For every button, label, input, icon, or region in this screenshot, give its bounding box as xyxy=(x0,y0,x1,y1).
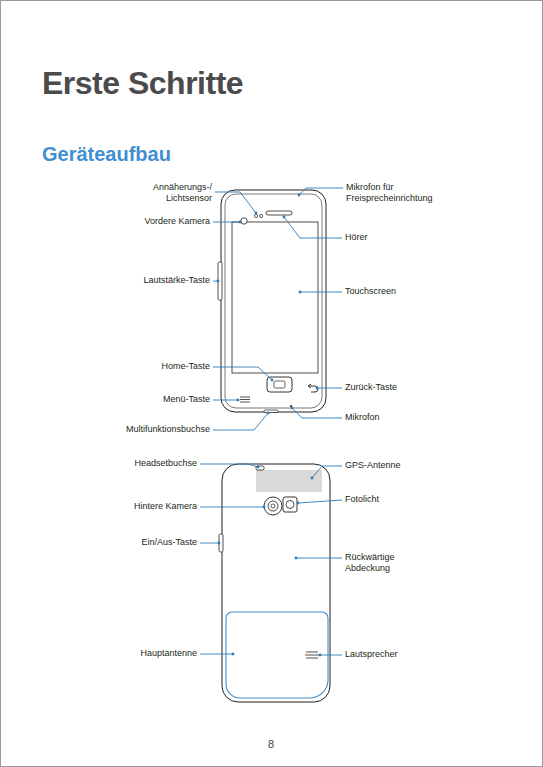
part-label: Hintere Kamera xyxy=(134,501,197,512)
phone-back xyxy=(219,464,330,702)
phone-front xyxy=(218,190,326,413)
part-label: Lautstärke-Taste xyxy=(143,275,210,286)
part-label: Vordere Kamera xyxy=(144,216,210,227)
page-title: Erste Schritte xyxy=(42,64,243,102)
part-label: Menü-Taste xyxy=(163,394,210,405)
part-label: Fotolicht xyxy=(345,494,379,505)
part-label: Multifunktionsbuchse xyxy=(126,424,210,435)
part-label: Rückwärtige Abdeckung xyxy=(345,552,407,574)
part-label: GPS-Antenne xyxy=(345,460,401,471)
page-number: 8 xyxy=(251,738,291,751)
part-label: Mikrofon xyxy=(345,412,380,423)
part-label: Mikrofon für Freisprecheinrichtung xyxy=(346,182,446,204)
part-label: Hörer xyxy=(345,232,368,243)
part-label: Lautsprecher xyxy=(345,649,398,660)
section-heading: Geräteaufbau xyxy=(42,142,171,166)
leader-lines xyxy=(200,188,343,655)
gps-antenna-area xyxy=(256,470,322,492)
leader-dots xyxy=(217,194,322,657)
part-label: Home-Taste xyxy=(161,361,210,372)
part-label: Hauptantenne xyxy=(140,648,197,659)
part-label: Annäherungs-/ Lichtsensor xyxy=(134,182,212,204)
part-label: Ein/Aus-Taste xyxy=(141,537,197,548)
part-label: Touchscreen xyxy=(345,286,396,297)
part-label: Zurück-Taste xyxy=(345,382,397,393)
part-label: Headsetbuchse xyxy=(134,458,197,469)
